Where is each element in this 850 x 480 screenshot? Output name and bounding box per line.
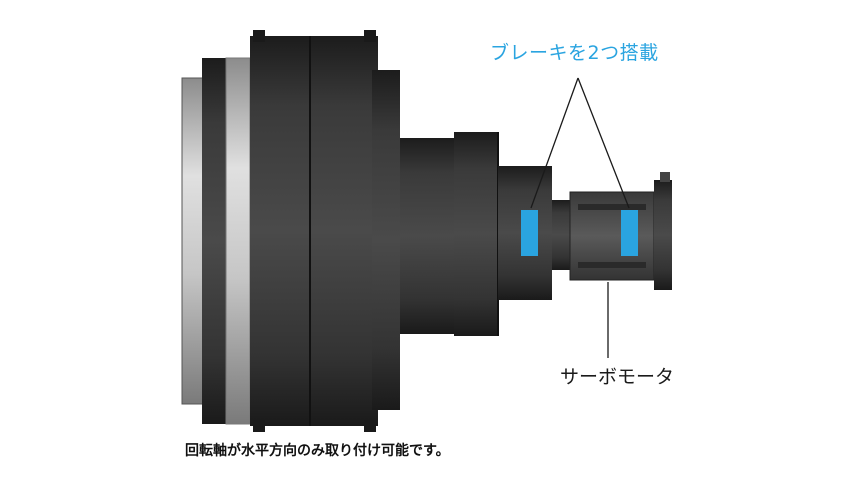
brake-indicator-right	[621, 210, 638, 256]
output-flange	[181, 57, 251, 425]
brake-leader-left	[530, 77, 579, 209]
main-housing	[250, 30, 400, 432]
brake-leader-right	[577, 77, 630, 209]
mounting-caption: 回転軸が水平方向のみ取り付け可能です。	[185, 443, 450, 459]
brake-callout-label: ブレーキを2つ搭載	[490, 42, 659, 64]
servo-motor	[552, 172, 672, 290]
brake-indicator-left	[521, 210, 538, 256]
servo-motor-label: サーボモータ	[560, 366, 675, 388]
